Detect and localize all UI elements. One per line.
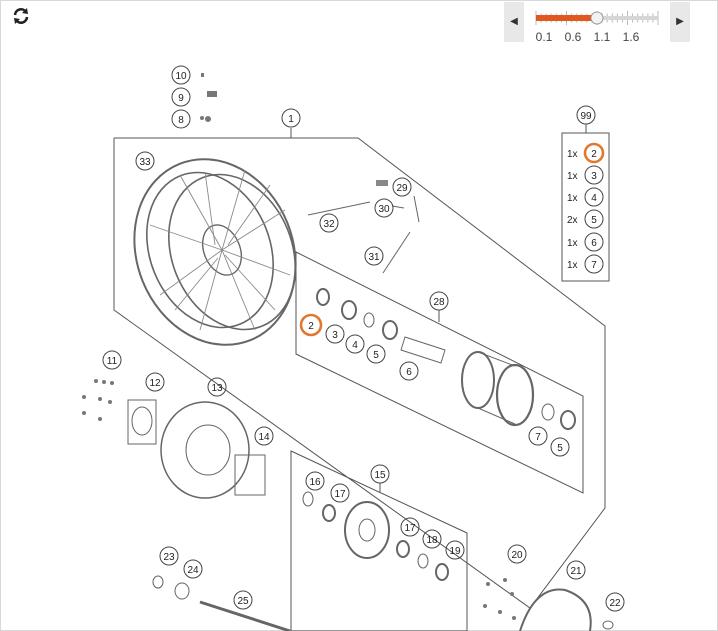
zoom-tick-label: 0.6: [564, 30, 582, 44]
zoom-slider[interactable]: [534, 6, 664, 28]
zoom-out-button[interactable]: ◀: [504, 2, 524, 42]
zoom-tick-label: 1.1: [593, 30, 611, 44]
zoom-slider-thumb[interactable]: [590, 11, 604, 25]
zoom-tick-label: 0.1: [535, 30, 553, 44]
refresh-icon[interactable]: [10, 5, 32, 27]
zoom-control: ◀ 0.1 0.6 1.1 1.6 ▶: [504, 2, 692, 44]
zoom-slider-fill: [536, 15, 597, 21]
zoom-tick-label: 1.6: [622, 30, 640, 44]
zoom-tick-labels: 0.1 0.6 1.1 1.6: [534, 30, 664, 44]
zoom-in-button[interactable]: ▶: [670, 2, 690, 42]
